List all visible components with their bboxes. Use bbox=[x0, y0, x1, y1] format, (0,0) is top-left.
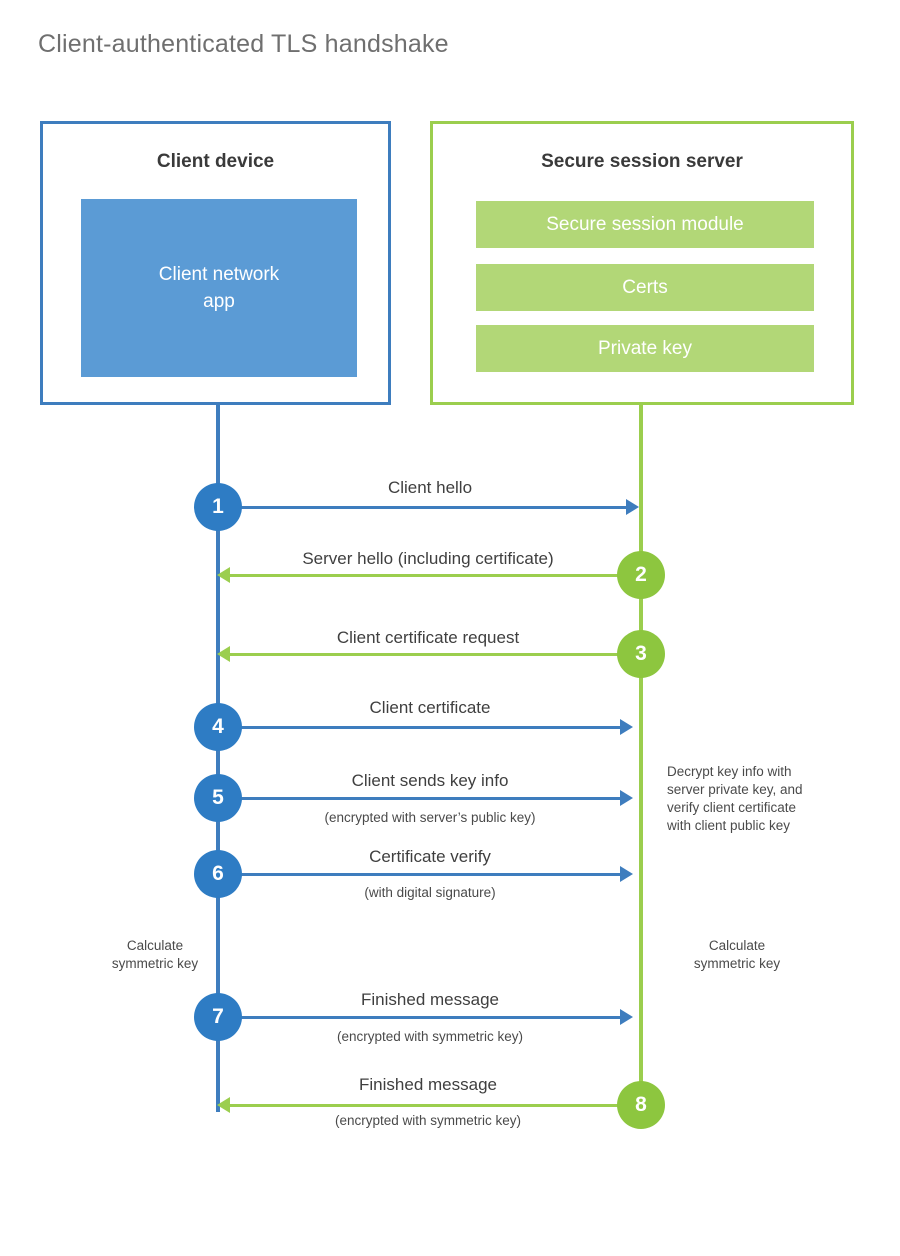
step-8-arrow-line bbox=[230, 1104, 630, 1107]
step-8-label: Finished message bbox=[359, 1075, 497, 1094]
client-calculate-symmetric-key-note: Calculate symmetric key bbox=[85, 937, 225, 973]
step-5-arrow-head bbox=[620, 790, 633, 806]
secure-session-server-title: Secure session server bbox=[541, 151, 743, 172]
step-4-label: Client certificate bbox=[369, 698, 491, 717]
step-2-arrow-head bbox=[217, 567, 230, 583]
step-6-arrow-head bbox=[620, 866, 633, 882]
server-calc-line2: symmetric key bbox=[693, 956, 781, 971]
step-1-label: Client hello bbox=[387, 478, 473, 497]
server-lifeline bbox=[639, 405, 643, 1106]
server-decrypt-line1: Decrypt key info with bbox=[667, 764, 792, 779]
step-6-marker: 6 bbox=[194, 850, 242, 898]
step-5-marker: 5 bbox=[194, 774, 242, 822]
page-title: Client-authenticated TLS handshake bbox=[38, 30, 449, 58]
step-7-arrow-line bbox=[218, 1016, 622, 1019]
server-calc-line1: Calculate bbox=[708, 938, 766, 953]
server-decrypt-note: Decrypt key info with server private key… bbox=[667, 763, 867, 835]
step-4-marker: 4 bbox=[194, 703, 242, 751]
step-5-arrow-line bbox=[218, 797, 622, 800]
step-1-arrow-head bbox=[626, 499, 639, 515]
client-app-label-line1: Client network bbox=[158, 264, 280, 285]
step-2-arrow-line bbox=[230, 574, 630, 577]
step-6-sublabel: (with digital signature) bbox=[364, 885, 496, 900]
server-calculate-symmetric-key-note: Calculate symmetric key bbox=[667, 937, 807, 973]
step-2-label: Server hello (including certificate) bbox=[302, 549, 554, 568]
server-decrypt-line4: with client public key bbox=[667, 818, 791, 833]
server-component-secure-session-module: Secure session module bbox=[476, 201, 814, 248]
server-decrypt-line2: server private key, and bbox=[667, 782, 803, 797]
client-calc-line2: symmetric key bbox=[111, 956, 199, 971]
step-3-label: Client certificate request bbox=[336, 628, 520, 647]
server-component-private-key: Private key bbox=[476, 325, 814, 372]
step-3-marker: 3 bbox=[617, 630, 665, 678]
client-calc-line1: Calculate bbox=[126, 938, 184, 953]
step-5-sublabel: (encrypted with server’s public key) bbox=[324, 810, 536, 825]
step-7-label: Finished message bbox=[361, 990, 499, 1009]
step-4-arrow-head bbox=[620, 719, 633, 735]
step-7-arrow-head bbox=[620, 1009, 633, 1025]
step-3-arrow-head bbox=[217, 646, 230, 662]
step-2-marker: 2 bbox=[617, 551, 665, 599]
step-5-label: Client sends key info bbox=[351, 771, 509, 790]
step-6-label: Certificate verify bbox=[369, 847, 491, 866]
step-6-arrow-line bbox=[218, 873, 622, 876]
client-lifeline bbox=[216, 405, 220, 1112]
step-7-marker: 7 bbox=[194, 993, 242, 1041]
client-network-app-block: Client network app bbox=[81, 199, 357, 377]
secure-session-server-box: Secure session server Secure session mod… bbox=[430, 121, 854, 405]
step-3-arrow-line bbox=[230, 653, 630, 656]
step-1-arrow-line bbox=[218, 506, 628, 509]
step-1-marker: 1 bbox=[194, 483, 242, 531]
client-device-box: Client device Client network app bbox=[40, 121, 391, 405]
client-app-label-line2: app bbox=[203, 291, 235, 312]
step-8-marker: 8 bbox=[617, 1081, 665, 1129]
step-8-sublabel: (encrypted with symmetric key) bbox=[334, 1113, 522, 1128]
step-7-sublabel: (encrypted with symmetric key) bbox=[336, 1029, 524, 1044]
server-decrypt-line3: verify client certificate bbox=[667, 800, 797, 815]
server-component-certs: Certs bbox=[476, 264, 814, 311]
step-8-arrow-head bbox=[217, 1097, 230, 1113]
client-device-title: Client device bbox=[156, 151, 275, 172]
step-4-arrow-line bbox=[218, 726, 622, 729]
